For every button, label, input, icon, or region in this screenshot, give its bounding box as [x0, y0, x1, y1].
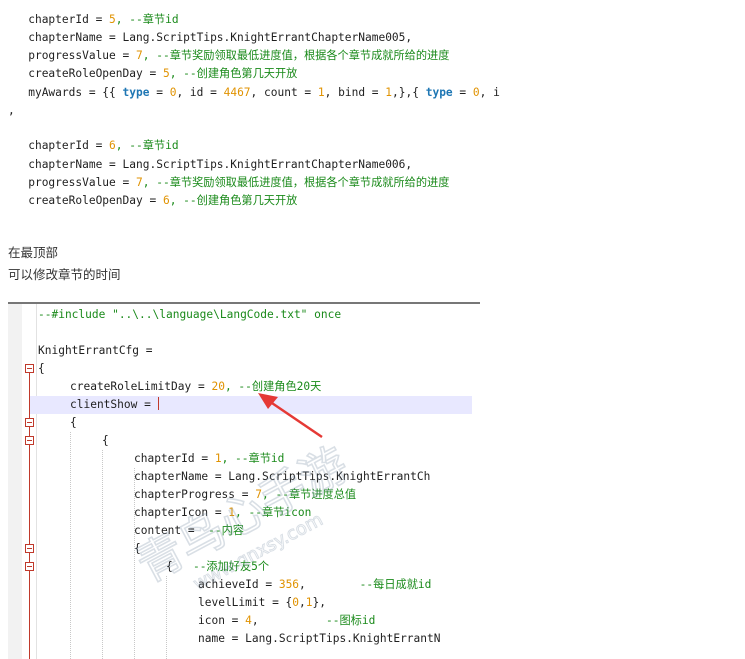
editor-line: name = Lang.ScriptTips.KnightErrantN: [198, 632, 441, 645]
editor-line-current[interactable]: clientShow =: [70, 397, 159, 411]
code-line: chapterId = 5, --章节id: [28, 13, 179, 26]
editor-line: {: [134, 542, 141, 555]
code-line: chapterName = Lang.ScriptTips.KnightErra…: [28, 158, 413, 171]
editor-right-mask: [480, 302, 745, 659]
editor-line: chapterIcon = 1, --章节icon: [134, 506, 312, 519]
code-line: ,: [8, 104, 15, 117]
prose-line-top: 在最顶部: [8, 245, 59, 260]
fold-toggle-icon[interactable]: [25, 436, 34, 445]
fold-toggle-icon[interactable]: [25, 544, 34, 553]
editor-gutter: [8, 304, 22, 659]
indent-guide: [134, 468, 135, 659]
editor-line: KnightErrantCfg =: [38, 344, 153, 357]
code-line: myAwards = {{ type = 0, id = 4467, count…: [28, 86, 500, 99]
code-line: createRoleOpenDay = 5, --创建角色第几天开放: [28, 67, 298, 80]
top-code-snippet: chapterId = 5, --章节id chapterName = Lang…: [0, 0, 590, 216]
fold-toggle-icon[interactable]: [25, 364, 34, 373]
text-cursor: [157, 397, 159, 410]
code-line: createRoleOpenDay = 6, --创建角色第几天开放: [28, 194, 298, 207]
code-line: progressValue = 7, --章节奖励领取最低进度值，根据各个章节成…: [28, 176, 450, 189]
prose-line-edit-time: 可以修改章节的时间: [8, 267, 121, 282]
indent-guide: [166, 576, 167, 659]
editor-line: {: [38, 362, 45, 375]
fold-toggle-icon[interactable]: [25, 562, 34, 571]
editor-line: content = --内容: [134, 524, 244, 537]
indent-guide: [70, 432, 71, 659]
editor-line: { --添加好友5个: [166, 560, 270, 573]
editor-line: achieveId = 356, --每日成就id: [198, 578, 432, 591]
editor-line: chapterProgress = 7, --章节进度总值: [134, 488, 357, 501]
code-line: chapterName = Lang.ScriptTips.KnightErra…: [28, 31, 413, 44]
annotation-arrow-icon: [258, 393, 323, 439]
editor-line: icon = 4, --图标id: [198, 614, 376, 627]
fold-toggle-icon[interactable]: [25, 418, 34, 427]
indent-guide: [102, 450, 103, 659]
code-line: chapterId = 6, --章节id: [28, 139, 179, 152]
editor-line: createRoleLimitDay = 20, --创建角色20天: [70, 380, 322, 393]
editor-top-border: [8, 302, 480, 304]
fold-line: [29, 373, 30, 659]
current-line-highlight: [29, 396, 472, 414]
editor-line: {: [70, 416, 77, 429]
editor-line: levelLimit = {0,1},: [198, 596, 327, 609]
editor-line: chapterId = 1, --章节id: [134, 452, 285, 465]
code-line: progressValue = 7, --章节奖励领取最低进度值，根据各个章节成…: [28, 49, 450, 62]
editor-line: chapterName = Lang.ScriptTips.KnightErra…: [134, 470, 431, 483]
editor-line: --#include "..\..\language\LangCode.txt"…: [38, 308, 342, 321]
editor-line: {: [102, 434, 109, 447]
